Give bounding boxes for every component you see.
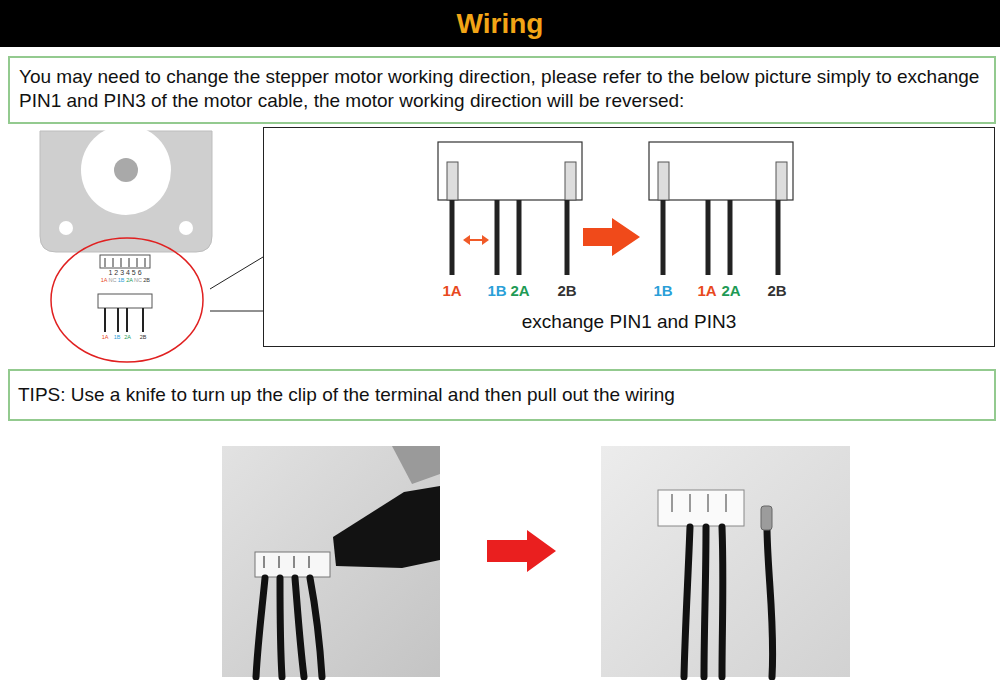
pin-label: 1A — [697, 283, 716, 298]
pin-label-small: 2A — [124, 335, 131, 341]
connector-after — [649, 142, 793, 275]
photo-wire-removed — [601, 446, 850, 677]
callout-pointer — [210, 257, 263, 311]
title: Wiring — [457, 8, 544, 40]
pin-label-small: NC — [134, 278, 142, 284]
step-arrow — [487, 530, 556, 572]
pin-label: 2B — [767, 283, 786, 298]
pin-label-small: 2B — [140, 335, 147, 341]
pin-label-small: NC — [109, 278, 117, 284]
pin-label-small: 1 2 3 4 5 6 — [108, 269, 141, 276]
pin-label: 1B — [653, 283, 672, 298]
pin-label: 1B — [487, 283, 506, 298]
pin-label: 2B — [557, 283, 576, 298]
pin-label-small: 2B — [143, 278, 150, 284]
pin-label-small: 1B — [118, 278, 125, 284]
node-text: You may need to change the stepper motor… — [19, 65, 984, 113]
instruction-box: You may need to change the stepper motor… — [8, 56, 996, 124]
stepper-motor — [40, 125, 212, 268]
highlight-ellipse — [51, 238, 203, 362]
pin-label: 2A — [721, 283, 740, 298]
direction-arrow — [583, 218, 640, 256]
photo-knife — [222, 446, 440, 677]
pin-label: 1A — [442, 283, 461, 298]
pin-label-small: 1A — [101, 278, 108, 284]
cable-connector-small — [98, 294, 152, 332]
tips-box: TIPS: Use a knife to turn up the clip of… — [8, 369, 996, 421]
node-text: exchange PIN1 and PIN3 — [522, 310, 736, 334]
pin-label-small: 1B — [114, 335, 121, 341]
pin-label-small: 2A — [126, 278, 133, 284]
callout-box: exchange PIN1 and PIN3 — [263, 127, 995, 347]
node-text: TIPS: Use a knife to turn up the clip of… — [18, 383, 984, 407]
pin-label: 2A — [510, 283, 529, 298]
pin-label-small: 1A — [102, 335, 109, 341]
title-bar: Wiring — [0, 0, 1000, 47]
connector-before — [438, 142, 582, 275]
